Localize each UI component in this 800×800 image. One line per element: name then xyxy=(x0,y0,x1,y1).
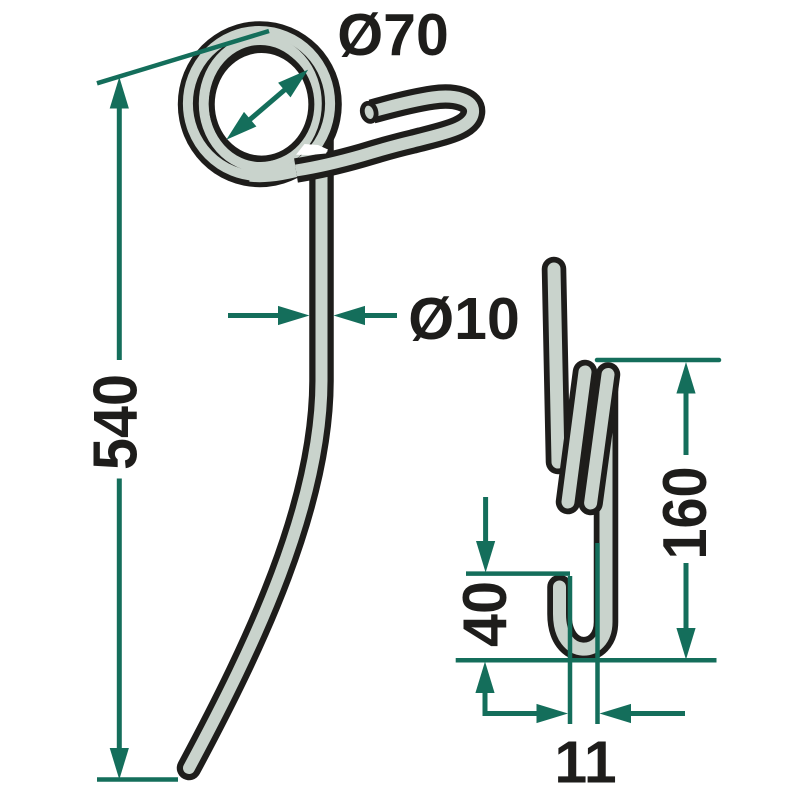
svg-text:40: 40 xyxy=(451,581,520,647)
svg-text:540: 540 xyxy=(81,374,150,470)
svg-text:Ø70: Ø70 xyxy=(337,2,449,68)
svg-text:Ø10: Ø10 xyxy=(408,286,520,352)
svg-text:160: 160 xyxy=(651,467,720,560)
svg-text:11: 11 xyxy=(554,730,616,796)
